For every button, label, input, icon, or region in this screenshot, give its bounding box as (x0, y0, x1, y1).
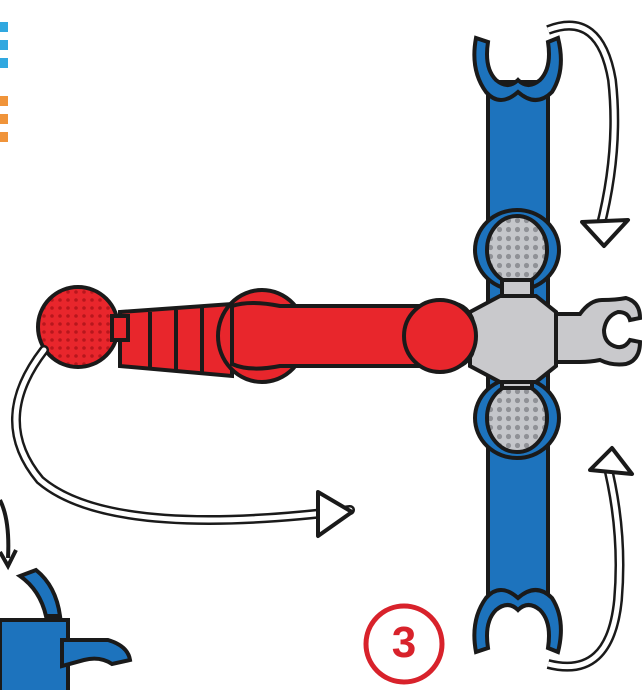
edge-marks (0, 22, 8, 142)
dotted-clip-lower (473, 376, 561, 460)
red-arm-piece (36, 285, 478, 384)
arrow-icon-swing (11, 345, 355, 538)
step-number-badge (363, 603, 445, 685)
arrow-icon-rotate-bottom (546, 446, 634, 672)
blue-partial-piece (0, 567, 133, 695)
gray-connector (468, 278, 643, 390)
arrow-icon-rotate-top (546, 20, 630, 248)
arrow-icon-small-left (0, 499, 18, 571)
